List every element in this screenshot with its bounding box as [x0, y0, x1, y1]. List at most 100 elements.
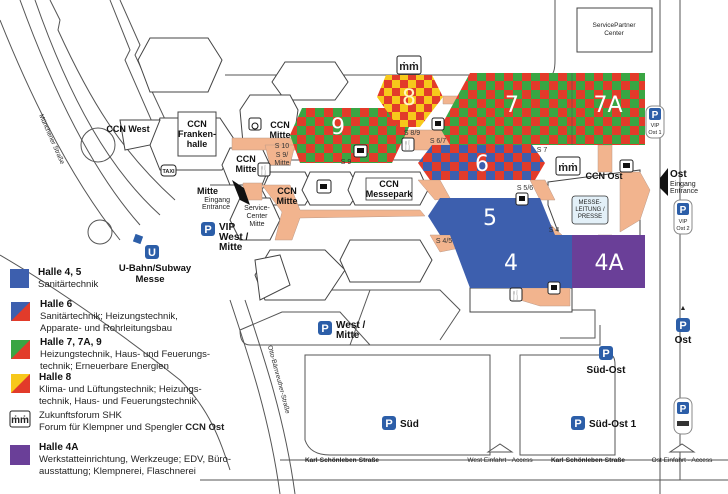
legend-text: Sanitärtechnik [38, 279, 98, 290]
ost-access-arrow [668, 443, 696, 453]
parking-vip-ost-2[interactable]: P VIP Ost 2 [673, 199, 693, 235]
stair-labels: S 10 S 9/ Mitte S 9 S 8/9 S 6/7 S 7 S 5/… [274, 130, 559, 245]
stair-s9-mitte: S 9/ [276, 152, 289, 159]
restaurant-icon: 🍴 [257, 162, 271, 177]
legend-title: Halle 7, 7A, 9 [40, 337, 102, 348]
parking-label: Süd [400, 419, 419, 430]
ccn-west-label: CCN West [106, 124, 149, 134]
parking-bus[interactable]: P [673, 397, 693, 435]
parking-label: Ost [675, 335, 692, 346]
stair-s4: S 4 [549, 227, 560, 234]
legend-swatch-blue-red [11, 302, 30, 321]
west-access-arrow [486, 443, 514, 453]
ost-access-label: Ost Einfahrt - Access [652, 457, 713, 464]
parking-label: West / [336, 320, 365, 331]
parking-vip-ost-1[interactable]: P VIP Ost 1 [645, 105, 665, 139]
parking-icon: P [602, 348, 609, 360]
hall-8-label: 8 [402, 86, 416, 111]
entrance-mitte-label: Mitte [197, 186, 218, 196]
hall-9[interactable] [290, 108, 410, 163]
entrance-mitte-entrance: Entrance [202, 204, 230, 211]
hall-7a[interactable] [572, 73, 645, 145]
hall-4-label: 4 [504, 251, 518, 276]
hall-9-label: 9 [331, 115, 345, 140]
bus-icon [677, 421, 689, 426]
legend-title: Halle 4, 5 [38, 267, 82, 278]
hall-7[interactable] [440, 73, 572, 145]
ubahn-icon-letter: U [148, 247, 156, 259]
entrance-ost-marker [660, 168, 668, 196]
parking-sued-ost-1[interactable]: P Süd-Ost 1 [571, 416, 637, 430]
entrance-ost-eingang: Eingang [670, 181, 696, 188]
svg-text:🍴: 🍴 [510, 289, 521, 301]
forum-people-icon [9, 410, 31, 428]
hall-6[interactable] [418, 145, 545, 180]
entrance-ost-label: Ost [670, 169, 687, 180]
stair-mitte: Mitte [274, 160, 289, 167]
street-karl-schoenleben-east: Karl-Schönleben-Straße [551, 457, 625, 464]
legend-text: Heizungstechnik, Haus- und Feuerungs- [40, 349, 210, 360]
parking-label: Ost 1 [648, 130, 661, 136]
restaurant-icon: 🍴 [509, 287, 523, 302]
hall-5-label: 5 [483, 206, 497, 231]
parking-vip-west-mitte[interactable]: P VIP West / Mitte [201, 222, 248, 253]
parking-label: VIP [679, 219, 688, 225]
legend-text: Werkstatteinrichtung, Werkzeuge; EDV, Bü… [39, 454, 231, 465]
legend-title: Halle 6 [40, 299, 73, 310]
parking-sued-ost[interactable]: P Süd-Ost [587, 346, 627, 376]
legend-text: Apparate- und Rohrleitungsbau [40, 323, 172, 334]
restaurant-icon: 🍴 [401, 137, 415, 152]
street-karl-schoenleben-west: Karl-Schönleben-Straße [305, 457, 379, 464]
hall-4[interactable] [450, 235, 572, 288]
parking-icon: P [680, 404, 687, 415]
buildings [119, 7, 653, 313]
subway-station-marker [132, 233, 144, 245]
legend-swatch-purple [10, 445, 30, 465]
svg-text:🍴: 🍴 [402, 139, 413, 151]
street-muenchener: Münchener Straße [37, 113, 65, 165]
coffee-icon [619, 159, 634, 173]
forum-people-icon: ṁṁ [396, 55, 422, 75]
street-otto-baernreuther: Otto-Bärnreuther-Straße [266, 345, 291, 415]
entrance-ost-entrance: Entrance [670, 188, 698, 195]
legend: Halle 4, 5 Sanitärtechnik Halle 6 Sanitä… [9, 267, 231, 477]
legend-swatch-yellow-red [11, 374, 30, 393]
parking-icon: P [204, 224, 211, 236]
hall-8[interactable] [377, 75, 443, 127]
hall-4a[interactable] [572, 235, 645, 288]
parking-icon: P [680, 205, 687, 216]
legend-text: Forum für Klempner und Spengler CCN Ost [39, 422, 225, 433]
stair-s5-6: S 5/6 [517, 185, 533, 192]
entrance-mitte-eingang: Eingang [204, 197, 230, 204]
ubahn-icon [145, 245, 159, 259]
forum-people-icon: ṁṁ [555, 156, 581, 176]
parking-label: Mitte [336, 330, 360, 341]
parking-sued[interactable]: P Süd [382, 416, 419, 430]
parking-label: Ost 2 [676, 226, 689, 232]
coffee-icon [547, 281, 561, 295]
legend-text: ausstattung; Klempnerei, Flaschnerei [39, 466, 196, 477]
parking-label: Süd-Ost [587, 365, 627, 376]
stair-s4-5: S 4/5 [436, 238, 452, 245]
parking-label: West / [219, 232, 248, 243]
legend-swatch-green-red [11, 340, 30, 359]
hall-4a-label: 4A [594, 251, 623, 276]
parking-ost[interactable]: ▲ P Ost [675, 305, 692, 346]
stair-s10: S 10 [275, 143, 290, 150]
legend-text: technik; Erneuerbare Energien [40, 361, 169, 372]
parking: P VIP West / Mitte P West / Mitte P Süd … [201, 105, 693, 435]
svg-text:ṁṁ: ṁṁ [558, 162, 578, 174]
hall-5[interactable] [428, 198, 555, 235]
parking-west-mitte[interactable]: P West / Mitte [318, 320, 365, 341]
stair-s7: S 7 [537, 147, 548, 154]
hall-6-label: 6 [475, 152, 489, 177]
svg-text:ṁṁ: ṁṁ [11, 415, 29, 426]
legend-text: Klima- und Lüftungstechnik; Heizungs- [39, 384, 202, 395]
accessible-wc-icon [248, 117, 262, 131]
